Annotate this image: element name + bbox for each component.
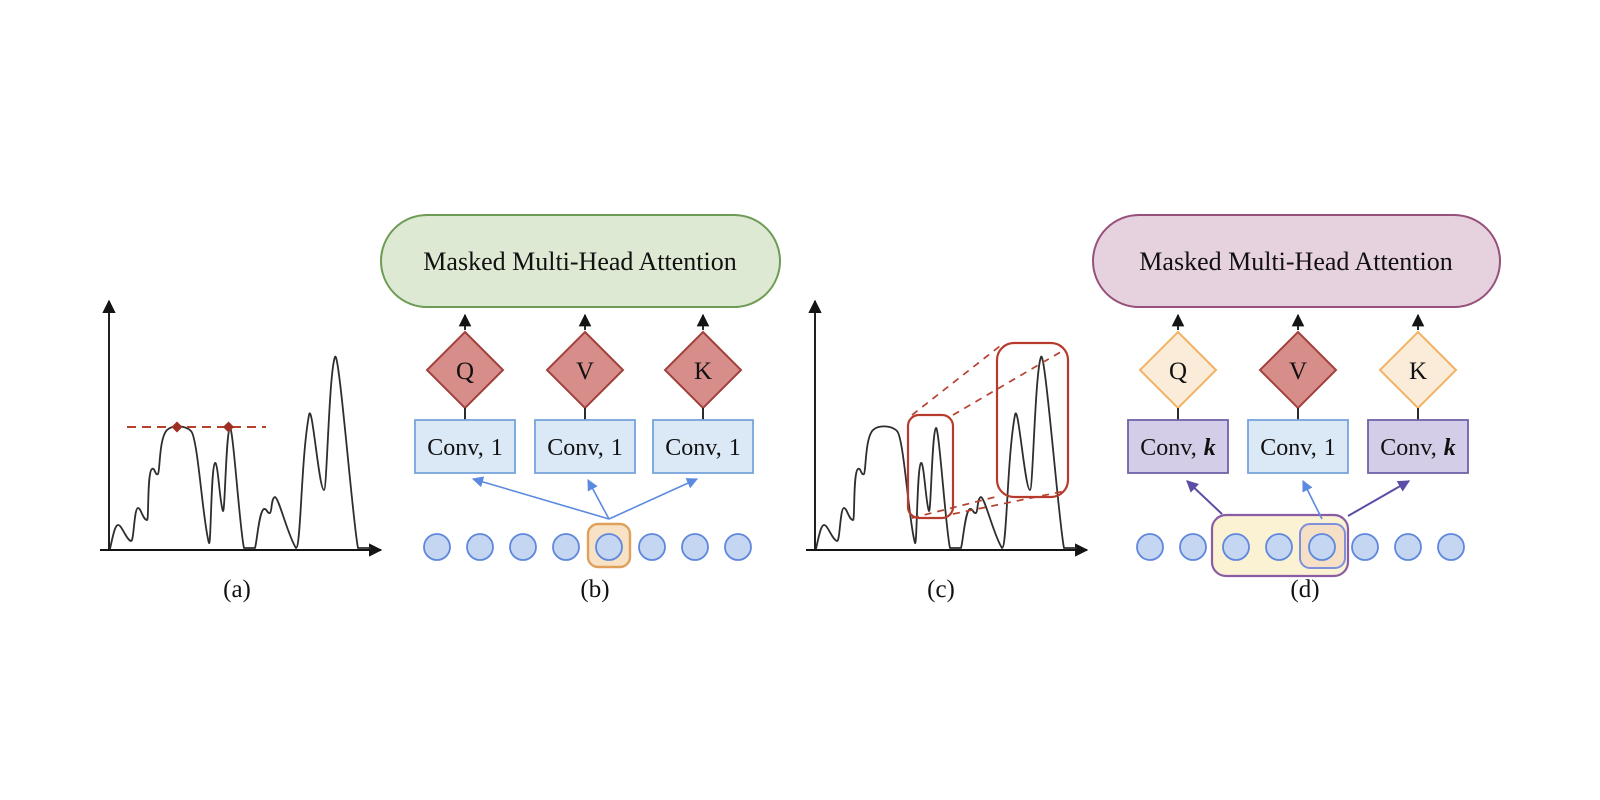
zoom-connector-bottom-right [952,490,1066,515]
token-circle [638,533,666,561]
v-label: V [1289,358,1307,385]
k-label: K [694,358,712,385]
token-circle [552,533,580,561]
panel-c-label: (c) [927,576,955,603]
token-circle [1265,533,1293,561]
zoom-connector-bottom-left [911,495,1000,519]
panel-d: Masked Multi-Head Attention Q V K Conv,k… [1092,214,1501,603]
panel-c: (c) [806,299,1089,603]
conv-q-label: Conv,1 [427,435,502,461]
arrow-token-to-conv-v [1302,479,1323,520]
arrow-token-to-conv-k [608,478,699,520]
conv-k-box [1367,419,1469,474]
token-circle [1437,533,1465,561]
token-circle [466,533,494,561]
arrow-token-to-conv-v [587,479,610,520]
conv-q-box [414,419,516,474]
q-label: Q [1169,358,1187,385]
token-circle [1394,533,1422,561]
signal-curve [815,355,1078,550]
peak-marker-dot [223,421,234,433]
token-circle-highlighted [595,533,623,561]
attention-pill [380,214,781,308]
conv-v-label: Conv,1 [1260,435,1335,461]
token-circle [681,533,709,561]
conv-k-label: Conv,k [1380,435,1455,461]
token-circle-highlighted [1308,533,1336,561]
conv-k-label: Conv,1 [665,435,740,461]
token-circle [423,533,451,561]
panel-d-label: (d) [1290,576,1319,603]
attention-title: Masked Multi-Head Attention [423,247,736,276]
arrow-window-to-conv-k [1347,480,1411,517]
attention-title: Masked Multi-Head Attention [1139,247,1452,276]
conv-v-box [1247,419,1349,474]
token-circle [1351,533,1379,561]
token-circle [1136,533,1164,561]
conv-q-label: Conv,k [1140,435,1215,461]
panel-a-label: (a) [223,576,251,603]
arrow-token-to-conv-q [471,476,610,520]
zoom-connector-top-left [911,345,1001,416]
zoom-connector-top-right [952,349,1065,416]
signal-curve [109,355,372,550]
token-circle [509,533,537,561]
panel-b: Masked Multi-Head Attention Q V K Conv,1… [380,214,781,603]
token-circle [1222,533,1250,561]
source-region-box [906,413,955,520]
v-label: V [576,358,594,385]
conv-k-box [652,419,754,474]
panel-b-label: (b) [580,576,609,603]
peak-marker-dot [171,421,183,433]
conv-v-label: Conv,1 [547,435,622,461]
k-label: K [1409,358,1427,385]
conv-v-box [534,419,636,474]
token-circle [724,533,752,561]
zoomed-region-box [995,341,1070,499]
panel-a: (a) [100,299,383,603]
token-circle [1179,533,1207,561]
conv-q-box [1127,419,1229,474]
arrow-window-to-conv-q [1186,480,1223,515]
q-label: Q [456,358,474,385]
attention-pill [1092,214,1501,308]
